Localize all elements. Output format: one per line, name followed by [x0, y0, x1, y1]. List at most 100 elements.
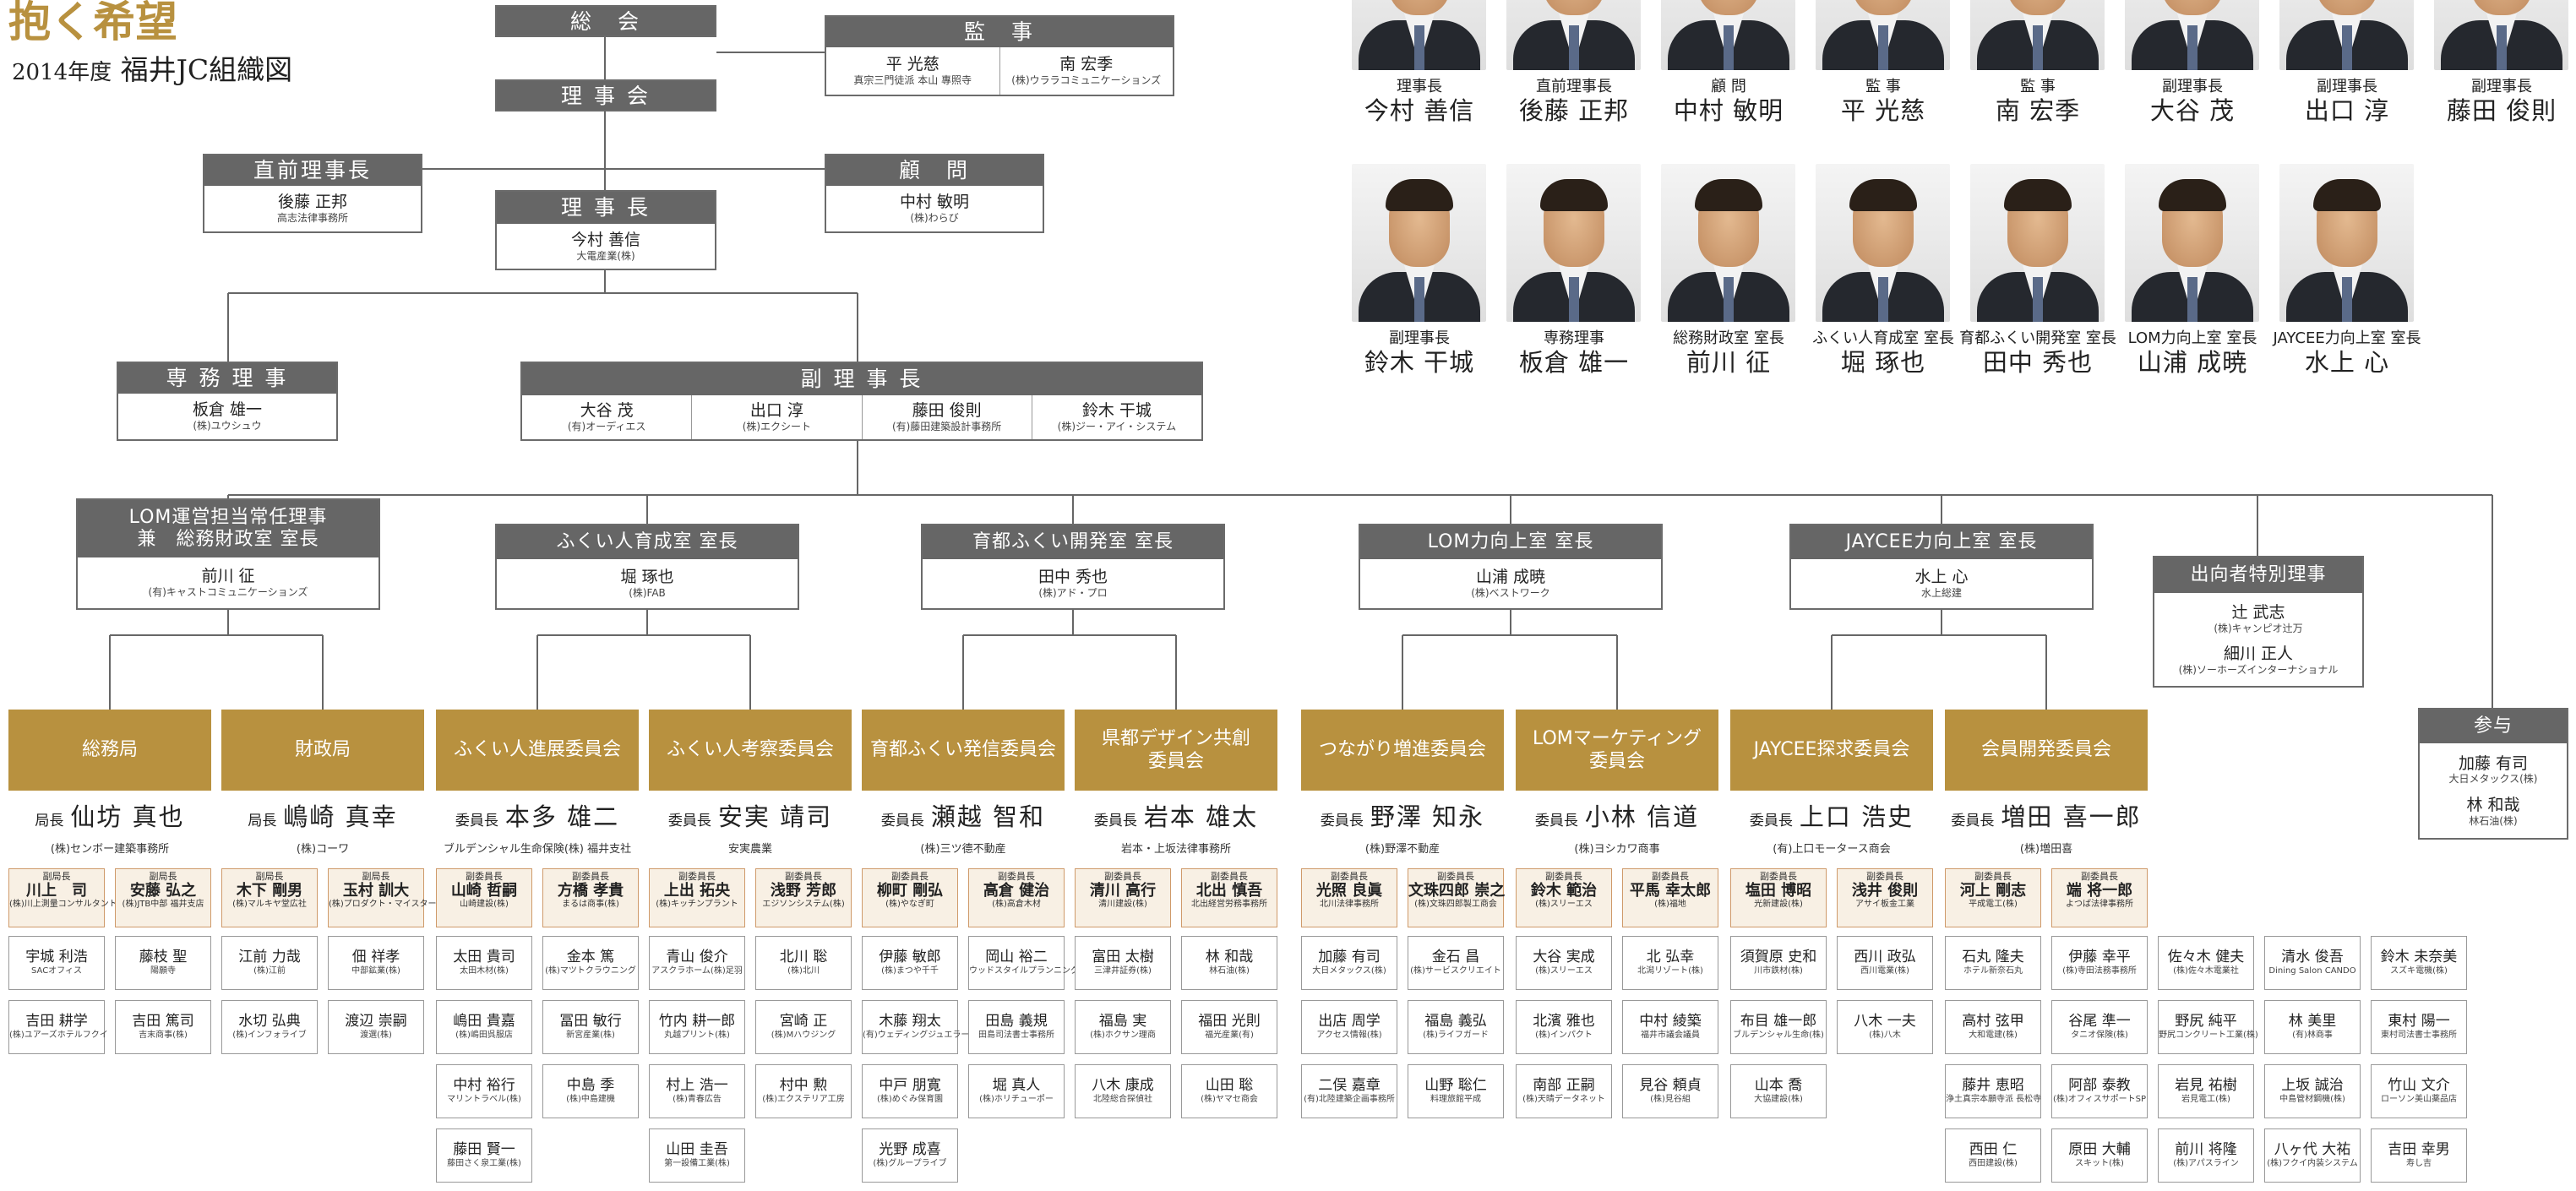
member-box: 鈴木 未奈美スズキ電機(株): [2371, 936, 2467, 990]
vice-chair-company: (株)キッチンプラント: [656, 900, 738, 910]
member-company: 北陸総合探偵社: [1093, 1095, 1152, 1105]
portrait-head: [2317, 0, 2377, 15]
member-name: 八木 一夫: [1854, 1013, 1916, 1031]
special-director-entry: 細川 正人(株)ソーホーズインターナショナル: [2179, 644, 2339, 676]
portrait-tie: [2187, 277, 2197, 322]
member-box: 加藤 有司大日メタックス(株): [1301, 936, 1397, 990]
vice-chair-company: 光新建設(株): [1754, 900, 1803, 910]
vice-chair-company: よつば法律事務所: [2066, 900, 2133, 910]
portrait-tie: [2497, 25, 2507, 70]
vice-president-name: 藤田 俊則: [912, 401, 982, 421]
past-president-box: 直前理事長 後藤 正邦高志法律事務所: [203, 154, 422, 233]
member-box: 岡山 裕二ウッドスタイルプランニング: [968, 936, 1079, 990]
member-box: 上坂 誠治中島管材鋼機(株): [2264, 1064, 2361, 1118]
member-box: 北川 聡(株)北川: [755, 936, 852, 990]
vice-chair-role: 副委員長: [1652, 871, 1689, 882]
portrait-head: [1544, 0, 1604, 15]
portrait-role: 副理事長: [1389, 329, 1450, 347]
portrait-tie: [1569, 277, 1579, 322]
member-company: (株)寺田法務事務所: [2062, 966, 2137, 976]
chair-name: 瀬越 智和: [930, 802, 1046, 831]
office-head-company: (株)FAB: [629, 587, 666, 600]
member-name: 村上 浩一: [666, 1077, 728, 1095]
vice-chair-box: 副委員長高倉 健治(株)高倉木材: [968, 868, 1065, 927]
member-company: (株)青春広告: [673, 1095, 722, 1105]
member-company: (株)ヤマセ商会: [1201, 1095, 1258, 1105]
auditor-entry: 南 宏季(株)ウララコミュニケーションズ: [999, 47, 1174, 95]
portrait-caption: ふくい人育成室 室長堀 琢也: [1803, 326, 1963, 378]
chair-line: 局長嶋崎 真幸: [221, 797, 424, 833]
vice-chair-name: 浅野 芳郎: [770, 881, 837, 900]
vice-chair-role: 副委員長: [1974, 871, 2012, 882]
office-head-name: 水上 心: [1914, 568, 1969, 587]
member-name: 竹内 耕一郎: [658, 1013, 736, 1031]
member-box: 原田 大輔スキット(株): [2051, 1128, 2148, 1183]
vice-president-name: 鈴木 干城: [1081, 401, 1152, 421]
portrait-photo: [1970, 0, 2105, 70]
portrait-hair: [2313, 179, 2381, 211]
committee-header: JAYCEE探求委員会: [1730, 710, 1933, 791]
member-company: (有)ウェディングジュエラー: [863, 1031, 970, 1041]
office-title: LOM運営担当常任理事 兼 総務財政室 室長: [78, 500, 379, 557]
vice-chair-role: 副委員長: [1331, 871, 1368, 882]
member-company: (株)インフォライブ: [232, 1031, 307, 1041]
member-name: 中村 裕行: [453, 1077, 515, 1095]
vice-chair-company: (株)文珠四郎製工商会: [1414, 900, 1497, 910]
chair-role: 委員長: [455, 813, 498, 829]
chair-role: 委員長: [667, 813, 711, 829]
vice-chair-role: 副委員長: [1760, 871, 1797, 882]
member-box: 冨田 敏行新宮産業(株): [542, 1000, 639, 1054]
vice-chair-role: 副局長: [149, 871, 177, 882]
member-box: 阿部 泰教(株)オフィスサポートSP: [2051, 1064, 2148, 1118]
office-head-company: 水上総建: [1920, 587, 1962, 600]
member-box: 西田 仁西田建設(株): [1945, 1128, 2041, 1183]
committee-header: ふくい人考察委員会: [649, 710, 852, 791]
member-name: 佃 祥孝: [351, 949, 400, 966]
portrait-caption: LOM力向上室 室長山浦 成暁: [2112, 326, 2273, 378]
special-director-title: 出向者特別理事: [2154, 557, 2362, 593]
member-company: (株)めぐみ保育園: [876, 1095, 944, 1105]
member-box: 中村 裕行マリントラベル(株): [436, 1064, 532, 1118]
auditors-title: 監 事: [826, 17, 1173, 47]
member-name: 富田 太樹: [1092, 949, 1154, 966]
auditor-entry: 平 光慈真宗三門徒派 本山 專照寺: [826, 47, 999, 95]
member-box: 村上 浩一(株)青春広告: [649, 1064, 745, 1118]
member-name: 西川 政弘: [1854, 949, 1916, 966]
executive-director-name: 板倉 雄一: [192, 400, 263, 420]
office-head-name: 山浦 成暁: [1475, 568, 1546, 587]
vice-chair-name: 山崎 哲嗣: [450, 881, 518, 900]
chair-role: 委員長: [1320, 813, 1364, 829]
vice-chair-box: 副委員長平馬 幸太郎(株)福地: [1622, 868, 1718, 927]
member-name: 江前 力哉: [238, 949, 301, 966]
vice-president-company: (株)ジー・アイ・システム: [1057, 421, 1177, 433]
vice-chair-role: 副委員長: [1104, 871, 1141, 882]
member-box: 八木 康成北陸総合探偵社: [1075, 1064, 1171, 1118]
special-director-name: 細川 正人: [2223, 644, 2294, 663]
member-company: 陽願寺: [150, 966, 176, 976]
committee-chair: 委員長小林 信道(株)ヨシカワ商事: [1516, 797, 1718, 856]
portrait-name: 中村 敏明: [1673, 96, 1784, 125]
member-box: 佃 祥孝中部鉱業(株): [328, 936, 424, 990]
member-box: 西川 政弘西川電業(株): [1837, 936, 1933, 990]
office-head-company: (株)ベストワーク: [1471, 587, 1550, 600]
member-box: 福島 実(株)ホクサン理商: [1075, 1000, 1171, 1054]
special-director-box: 出向者特別理事 辻 武志(株)キャンピオ辻万 細川 正人(株)ソーホーズインター…: [2153, 556, 2364, 688]
portrait-name: 山浦 成暁: [2137, 348, 2248, 377]
member-name: 伊藤 敏郎: [879, 949, 941, 966]
vice-chair-name: 玉村 訓大: [342, 881, 410, 900]
portrait-photo: [2125, 0, 2259, 70]
vice-president-name: 出口 淳: [749, 401, 803, 421]
vice-president-name: 大谷 茂: [580, 401, 634, 421]
committee-header: 会員開発委員会: [1945, 710, 2148, 791]
chair-company: ブルデンシャル生命保険(株) 福井支社: [443, 843, 632, 856]
portrait-role: 監 事: [1865, 78, 1901, 95]
vice-chair-company: (株)スリーエス: [1535, 900, 1593, 910]
member-box: 藤枝 聖陽願寺: [115, 936, 211, 990]
portrait-caption: 直前理事長後藤 正邦: [1494, 74, 1654, 126]
member-box: 中村 綾築福井市議会議員: [1622, 1000, 1718, 1054]
member-company: 大和電建(株): [1969, 1031, 2018, 1041]
member-box: 南部 正嗣(株)天晴データネット: [1516, 1064, 1612, 1118]
president-company: 大電産業(株): [576, 249, 635, 262]
committee-header: ふくい人進展委員会: [436, 710, 639, 791]
